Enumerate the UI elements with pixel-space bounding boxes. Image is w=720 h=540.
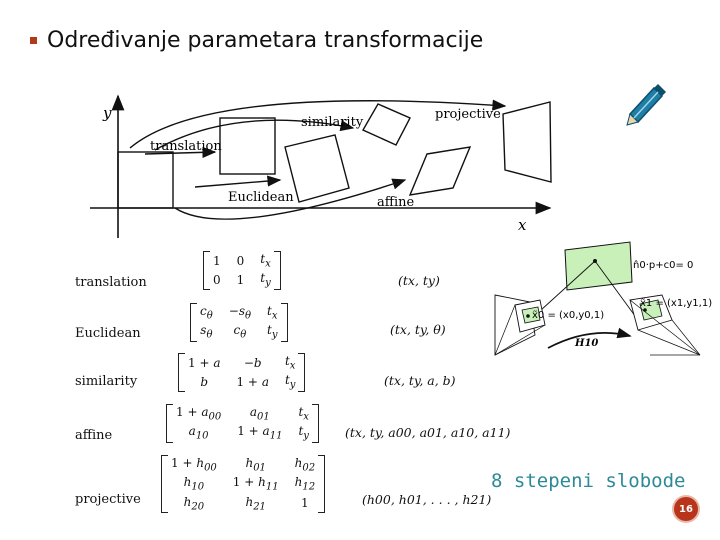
row-label-translation: translation <box>75 275 147 290</box>
dof-text: 8 stepeni slobode <box>491 470 686 492</box>
arrow-euclidean <box>194 175 282 188</box>
projective-quad <box>502 101 552 183</box>
arrow-similarity <box>154 119 355 151</box>
row-label-affine: affine <box>75 428 113 443</box>
axis-x-label: x <box>518 216 527 234</box>
label-similarity: similarity <box>301 115 364 130</box>
params-affine: (tx, ty, a00, a01, a10, a11) <box>345 425 511 440</box>
arrow-affine <box>174 178 407 220</box>
axis-y-label: y <box>102 104 112 122</box>
plane-equation: n̂0·p+c0= 0 <box>633 259 693 271</box>
arrow-projective <box>129 99 507 149</box>
label-projective: projective <box>435 107 501 122</box>
arrow-translation <box>144 146 217 158</box>
params-euclidean: (tx, ty, θ) <box>390 322 446 337</box>
params-projective: (h00, h01, . . . , h21) <box>362 492 492 507</box>
bullet-icon <box>30 37 37 44</box>
homography-diagram: n̂0·p+c0= 0 x̃0 = (x0,y0,1) x̃1 = (x1,y1… <box>494 241 712 356</box>
page-number-badge: 16 <box>674 497 698 521</box>
params-translation: (tx, ty) <box>398 273 440 288</box>
translated-square <box>219 117 276 175</box>
label-affine: affine <box>377 195 415 210</box>
affine-parallelogram <box>408 146 472 196</box>
x0-label: x̃0 = (x0,y0,1) <box>532 309 604 321</box>
h10-label: H10 <box>574 338 598 349</box>
row-label-projective: projective <box>75 492 141 507</box>
similarity-square <box>362 103 411 146</box>
label-translation: translation <box>150 139 222 154</box>
pencil-icon[interactable] <box>622 80 668 126</box>
x1-label: x̃1 = (x1,y1,1) <box>640 297 712 309</box>
row-label-euclidean: Euclidean <box>75 326 141 341</box>
transformation-diagram: y x translation similarity projective Eu… <box>90 94 552 238</box>
page-title: Određivanje parametara transformacije <box>47 28 484 53</box>
row-label-similarity: similarity <box>75 374 138 389</box>
label-euclidean: Euclidean <box>228 190 294 205</box>
title-row: Određivanje parametara transformacije <box>30 28 483 53</box>
original-square <box>117 151 174 209</box>
euclidean-square <box>284 134 350 203</box>
params-similarity: (tx, ty, a, b) <box>384 373 456 388</box>
